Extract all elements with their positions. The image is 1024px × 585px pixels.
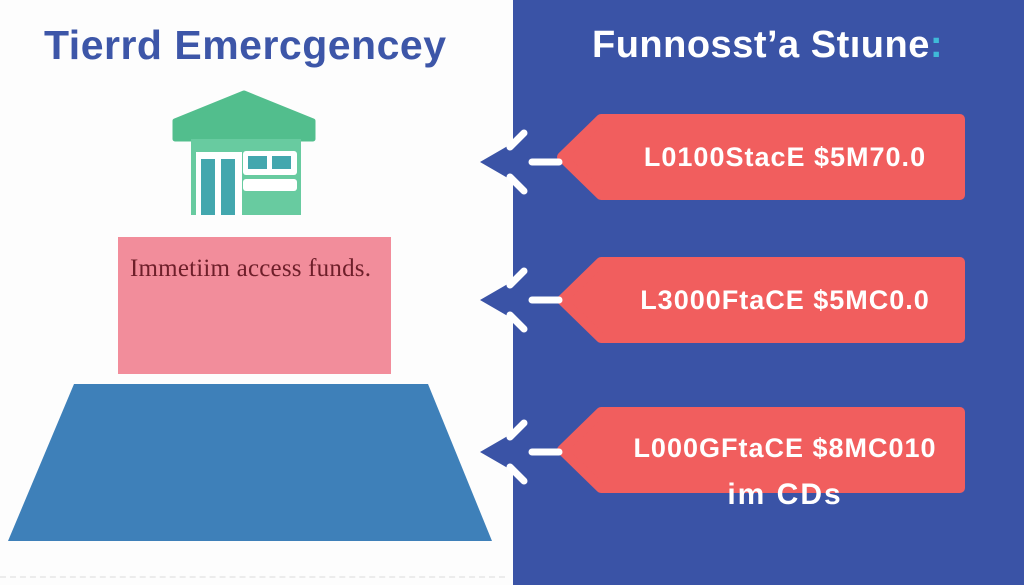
left-title: Tierrd Emercgencey: [44, 22, 447, 68]
tier-card: Immetiim access funds.: [118, 237, 391, 374]
callout-label-2: L3000FtaCE $5MC0.0: [640, 284, 930, 315]
callout-shape-2: [557, 257, 965, 343]
house-window-pane-right: [272, 156, 291, 169]
house-door-left: [201, 159, 215, 215]
callout-shape-3: [557, 407, 965, 493]
callout-arrow-shape: [557, 257, 965, 343]
bottom-dashed-line: [0, 576, 505, 578]
callout-label-1: L0100StacE $5M70.0: [643, 141, 927, 172]
callout-shape-1: [557, 114, 965, 200]
callout-label-3: L000GFtaCE $8MC010: [633, 432, 937, 463]
pyramid-base-shape: [8, 384, 492, 541]
bank-house-icon: [172, 90, 316, 215]
house-window-sill: [243, 179, 297, 191]
dashed-arrow-left-icon: [480, 129, 563, 195]
right-title-colon: :: [929, 24, 944, 66]
house-window-pane-left: [248, 156, 267, 169]
tier-card-label: Immetiim access funds.: [130, 255, 372, 282]
right-title-text: Funnosst’a Stıune: [592, 24, 930, 66]
callout-arrow-shape: [557, 407, 965, 493]
arrowhead: [480, 143, 513, 181]
arrowhead: [480, 281, 513, 319]
trapezoid: [8, 384, 492, 541]
callout-arrow-shape: [557, 114, 965, 200]
dashed-arrow-left-icon: [480, 267, 563, 333]
house-roof: [172, 90, 316, 142]
callout-sublabel-3: im CDs: [727, 478, 843, 511]
house-door-right: [221, 159, 235, 215]
arrowhead: [480, 433, 513, 471]
right-title: Funnosst’a Stıune:: [592, 24, 1012, 67]
dashed-arrow-left-icon: [480, 419, 563, 485]
